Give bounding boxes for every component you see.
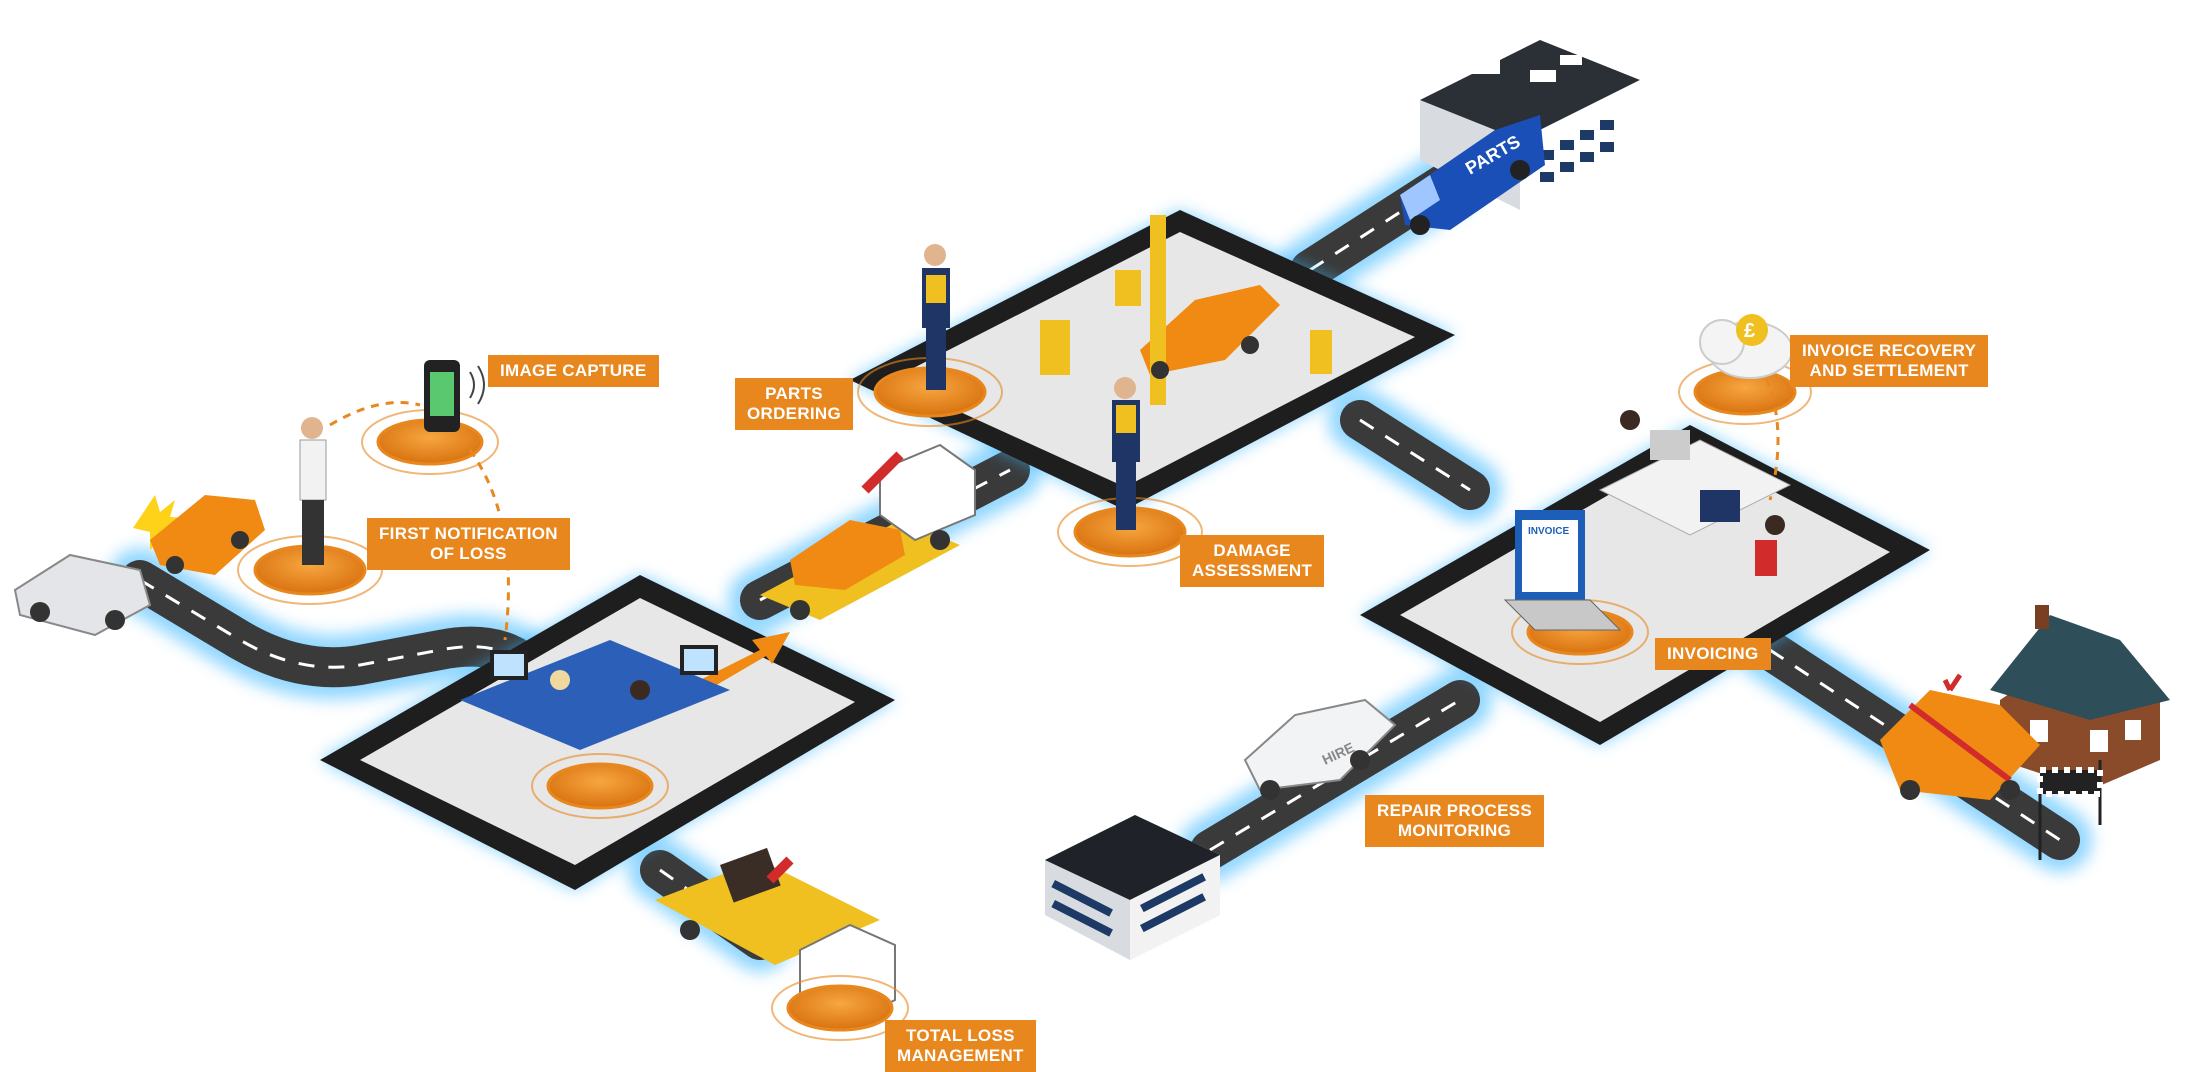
label-repair-process-monitoring: REPAIR PROCESS MONITORING bbox=[1365, 795, 1545, 847]
label-invoicing: INVOICING bbox=[1655, 638, 1771, 670]
assessor-person bbox=[1112, 377, 1140, 530]
label-parts-ordering: PARTS ORDERING bbox=[735, 378, 854, 430]
tablet-office bbox=[1360, 425, 1930, 745]
finish-flag-icon bbox=[2037, 760, 2103, 860]
label-invoice-recovery-and-settlement: INVOICE RECOVERY AND SETTLEMENT bbox=[1790, 335, 1989, 387]
hire-car: HIRE bbox=[1243, 698, 1397, 800]
recovery-truck bbox=[760, 443, 976, 620]
parts-ordering-person bbox=[922, 244, 950, 390]
invoice-laptop: INVOICE bbox=[1503, 510, 1622, 631]
flow-arrow bbox=[700, 632, 790, 690]
hire-office-building bbox=[1045, 815, 1220, 960]
invoice-doc-text: INVOICE bbox=[1528, 526, 1569, 537]
hub-rings bbox=[237, 357, 1812, 1041]
smartphone-icon bbox=[424, 360, 485, 432]
label-damage-assessment: DAMAGE ASSESSMENT bbox=[1180, 535, 1325, 587]
label-image-capture: IMAGE CAPTURE bbox=[488, 355, 659, 387]
orange-crashed-car bbox=[150, 495, 265, 575]
pound-cloud-icon: £ bbox=[1699, 314, 1793, 379]
claimant-person bbox=[299, 417, 327, 565]
label-total-loss-management: TOTAL LOSS MANAGEMENT bbox=[885, 1020, 1036, 1072]
currency-symbol: £ bbox=[1744, 320, 1755, 342]
lift-car bbox=[1140, 215, 1280, 405]
call-centre-desk bbox=[460, 640, 730, 750]
workshop-equipment bbox=[1040, 270, 1332, 375]
repaired-gift-car bbox=[1880, 673, 2040, 800]
label-first-notification-of-loss: FIRST NOTIFICATION OF LOSS bbox=[367, 518, 570, 570]
silver-suv bbox=[13, 553, 152, 637]
office-desks bbox=[1598, 410, 1792, 576]
customer-house bbox=[1990, 605, 2170, 790]
